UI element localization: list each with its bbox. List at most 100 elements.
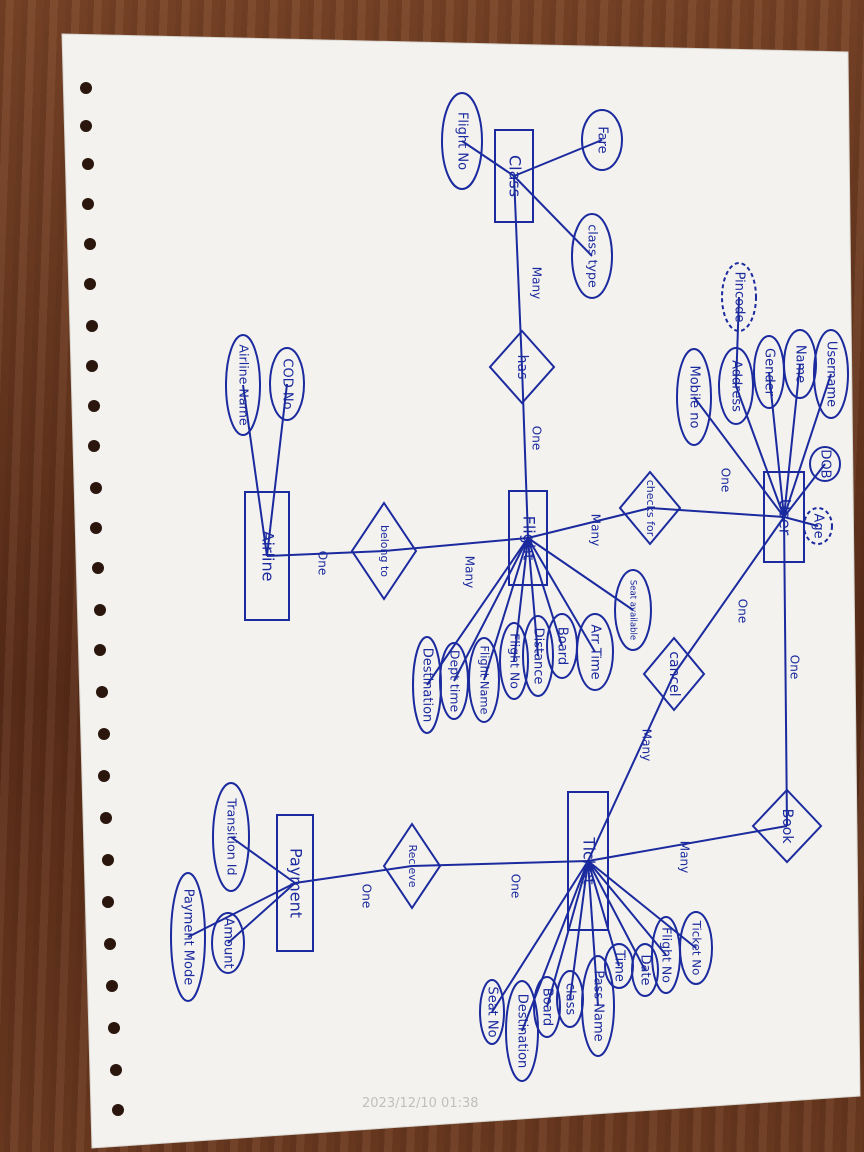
- attribute-label: Seat No: [485, 986, 500, 1037]
- connector-flight-a_dest: [426, 537, 529, 686]
- connector-cancel-ticket: [587, 673, 675, 862]
- attribute-a-arr: Arr Time: [576, 613, 614, 691]
- attribute-label: Amount: [221, 917, 236, 968]
- attribute-a-t-class: class: [556, 970, 584, 1028]
- entity-box: [567, 791, 609, 931]
- attribute-ellipse: [479, 979, 505, 1045]
- relationship-label: Book: [779, 809, 795, 845]
- cardinality-c-book-ticket: Many: [678, 841, 692, 873]
- attribute-a-cod: COD No: [269, 347, 305, 421]
- relationship-label: Recieve: [406, 844, 419, 887]
- relationship-diamond: [488, 329, 556, 405]
- attribute-ellipse: [468, 637, 500, 723]
- attribute-label: Board: [555, 627, 570, 665]
- attribute-label: Username: [824, 341, 839, 407]
- attribute-ellipse: [533, 976, 561, 1038]
- attribute-label: Date: [638, 954, 653, 985]
- attribute-a-ticketno: Ticket No: [679, 911, 713, 985]
- relationship-cancel: cancel: [642, 636, 706, 712]
- attribute-ellipse: [499, 622, 529, 700]
- attribute-label: Pass Name: [591, 970, 606, 1041]
- relationship-diamond: [642, 636, 706, 712]
- attribute-ellipse: [571, 213, 613, 299]
- attribute-label: Seat available: [628, 580, 638, 640]
- entity-label: Flight: [520, 516, 539, 561]
- attribute-ellipse: [441, 92, 483, 190]
- attribute-ellipse: [651, 916, 681, 994]
- connector-ticket-a_t_pass: [587, 860, 599, 1007]
- cardinality-c-cancel-user: One: [736, 599, 750, 623]
- attribute-ellipse: [225, 334, 261, 436]
- connector-flight-a_seat: [527, 537, 634, 611]
- attribute-a-fl-name: Flight Name: [468, 637, 500, 723]
- attribute-a-t-time: Time: [604, 943, 634, 989]
- connector-ticket-a_ticketno: [587, 860, 697, 949]
- entity-flight: Flight: [508, 490, 548, 586]
- spiral-holes: [80, 82, 124, 1116]
- entity-ticket: Ticket: [567, 791, 609, 931]
- connector-user-a_name: [783, 363, 801, 518]
- attribute-label: Ticket No: [690, 920, 704, 976]
- connector-class-a_fare: [513, 139, 603, 177]
- attribute-label: Board: [540, 988, 555, 1026]
- attribute-ellipse: [676, 348, 712, 446]
- relationship-book: Book: [751, 788, 823, 864]
- attribute-a-pincode: Pincode: [721, 262, 757, 332]
- attribute-label: Dept time: [448, 650, 463, 713]
- connector-airline-a_airlinename: [242, 384, 268, 557]
- cardinality-labels: ManyOneManyOneManyOneOneManyOneManyOneOn…: [316, 267, 802, 908]
- connector-receive-payment: [294, 865, 413, 884]
- cardinality-c-has-flight: One: [530, 426, 544, 450]
- cardinality-c-recv-payment: One: [360, 884, 374, 908]
- connector-user-a_age: [783, 516, 819, 527]
- connector-payment-a_trans: [230, 836, 296, 884]
- connector-flight-a_board: [527, 537, 563, 647]
- cardinality-c-checks-flight: Many: [589, 514, 603, 546]
- relationship-label: checks for: [644, 480, 657, 537]
- attribute-ellipse: [170, 872, 206, 1002]
- connector-ticket-a_t_seat: [491, 860, 589, 1013]
- connector-flight-a_arr: [527, 537, 596, 653]
- entity-label: Ticket: [580, 836, 599, 884]
- connector-ticket-a_t_dest: [521, 860, 589, 1032]
- entity-label: User: [776, 499, 795, 536]
- attribute-label: Age: [811, 513, 826, 538]
- attribute-ellipse: [505, 980, 539, 1082]
- relationship-has: has: [488, 329, 556, 405]
- attribute-label: COD No: [280, 358, 295, 409]
- relationship-belong-to: belong to: [350, 501, 418, 601]
- attribute-a-trans: Transition Id: [212, 782, 250, 892]
- attribute-a-address: Address: [718, 347, 754, 425]
- attribute-label: Destination: [515, 994, 530, 1069]
- attribute-ellipse: [556, 970, 584, 1028]
- attribute-ellipse: [269, 347, 305, 421]
- connector-book-ticket: [587, 825, 788, 862]
- attribute-a-classtype: class type: [571, 213, 613, 299]
- connector-user-a_gender: [768, 371, 785, 518]
- attribute-label: Flight No: [660, 927, 675, 983]
- attribute-ellipse: [546, 613, 578, 679]
- attribute-a-username: Username: [813, 329, 849, 419]
- cardinality-c-checks-user: One: [719, 468, 733, 492]
- attribute-label: Time: [612, 949, 627, 982]
- attribute-a-dest: Destination: [412, 636, 442, 734]
- attribute-a-dep: Dept time: [439, 642, 469, 720]
- attribute-a-board: Board: [546, 613, 578, 679]
- attribute-ellipse: [211, 912, 245, 974]
- cardinality-c-belong-airline: One: [316, 551, 330, 575]
- connector-user-cancel: [673, 516, 785, 675]
- attribute-ellipse: [212, 782, 250, 892]
- entity-user: User: [763, 471, 805, 563]
- connector-belong_to-airline: [266, 550, 385, 557]
- attribute-ellipse: [813, 329, 849, 419]
- attribute-a-gender: Gender: [753, 335, 785, 409]
- cardinality-c-recv-ticket: One: [509, 874, 523, 898]
- relationship-checks-for: checks for: [618, 470, 682, 546]
- connector-payment-a_amount: [227, 882, 296, 944]
- relationship-label: has: [514, 355, 530, 380]
- entity-payment: Payment: [276, 814, 314, 952]
- entity-box: [763, 471, 805, 563]
- photo-timestamp: 2023/12/10 01:38: [362, 1096, 479, 1111]
